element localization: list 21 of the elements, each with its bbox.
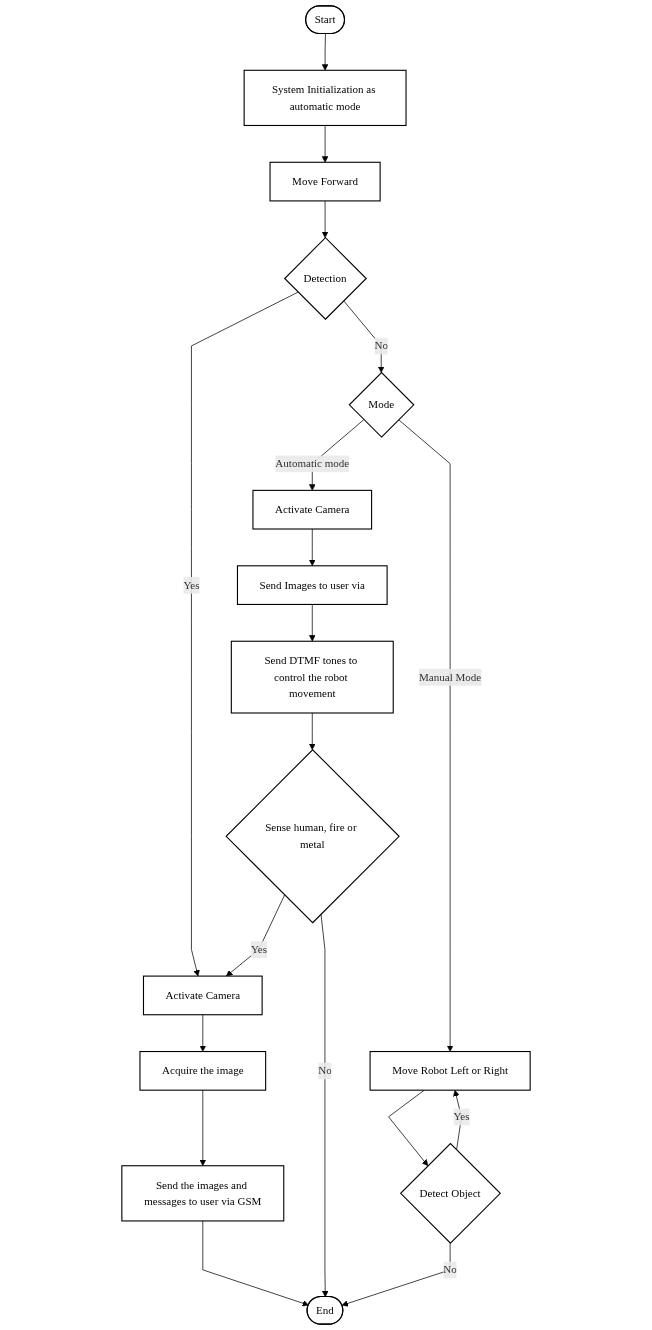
edge-label: Yes xyxy=(183,579,200,591)
edge-label: Yes xyxy=(250,943,267,956)
node-box: Acquire the image xyxy=(139,1051,267,1091)
node-box: Activate Camera xyxy=(252,489,373,530)
node-box: Activate Camera xyxy=(142,975,263,1016)
edge-label: No xyxy=(318,1064,332,1077)
node-diamond: Mode xyxy=(348,371,415,438)
edge-label: Yes xyxy=(453,1110,470,1123)
node-box: Move Forward xyxy=(269,161,381,202)
node-box: Send Images to user via xyxy=(236,565,388,605)
node-box: Move Robot Left or Right xyxy=(369,1051,531,1091)
node-box: Send the images and messages to user via GSM xyxy=(121,1165,285,1222)
edge-label: No xyxy=(443,1263,457,1276)
node-diamond: Detect Object xyxy=(399,1142,502,1244)
node-box: Send DTMF tones to control the robot movement xyxy=(230,640,394,714)
node-diamond: Detection xyxy=(283,236,367,321)
node-box: System Initialization as automatic mode xyxy=(243,69,407,127)
node-diamond: Sense human, fire or metal xyxy=(225,749,400,924)
edge-label: No xyxy=(374,339,388,352)
edge-label: Manual Mode xyxy=(418,671,482,683)
edge-label: Automatic mode xyxy=(275,457,350,470)
